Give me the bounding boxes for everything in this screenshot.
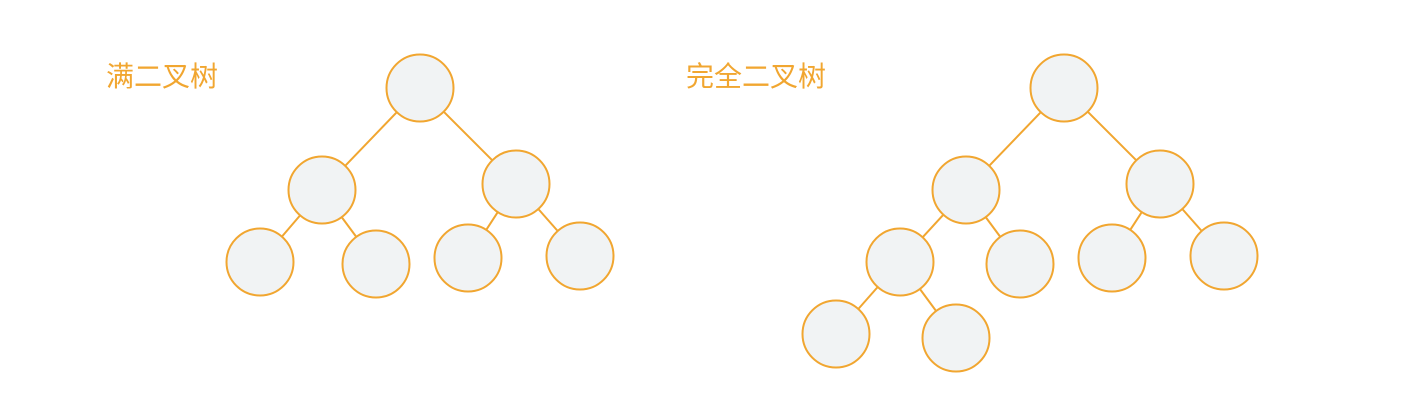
tree-node — [545, 221, 615, 291]
tree-edge — [344, 111, 398, 167]
tree-node — [1029, 53, 1099, 123]
tree-node — [481, 149, 551, 219]
tree-node — [1125, 149, 1195, 219]
tree-edge — [1181, 208, 1203, 232]
full-binary-tree-title: 满二叉树 — [106, 60, 218, 93]
tree-node — [921, 303, 991, 373]
tree-edge — [281, 214, 301, 238]
tree-node — [433, 223, 503, 293]
tree-node — [225, 227, 295, 297]
tree-node — [1077, 223, 1147, 293]
complete-binary-tree-edges — [857, 110, 1203, 312]
tree-node — [985, 229, 1055, 299]
tree-edge — [485, 211, 499, 231]
tree-edge — [988, 111, 1042, 167]
tree-node — [287, 155, 357, 225]
tree-node — [931, 155, 1001, 225]
tree-edge — [1086, 110, 1138, 162]
tree-edge — [919, 288, 937, 312]
complete-binary-tree-nodes — [801, 53, 1259, 373]
complete-binary-tree-title: 完全二叉树 — [686, 60, 826, 93]
tree-edge — [984, 216, 1002, 238]
full-binary-tree-nodes — [225, 53, 615, 299]
full-binary-tree-edges — [281, 110, 559, 238]
tree-edge — [442, 110, 494, 162]
tree-node — [385, 53, 455, 123]
tree-edge — [857, 286, 879, 310]
complete-binary-tree: 完全二叉树 — [686, 53, 1259, 373]
tree-node — [341, 229, 411, 299]
tree-node — [1189, 221, 1259, 291]
tree-edge — [921, 214, 945, 238]
full-binary-tree: 满二叉树 — [106, 53, 615, 299]
tree-node — [865, 227, 935, 297]
tree-node — [801, 299, 871, 369]
tree-edge — [1129, 211, 1143, 231]
tree-edge — [340, 216, 358, 238]
tree-edge — [537, 208, 559, 232]
